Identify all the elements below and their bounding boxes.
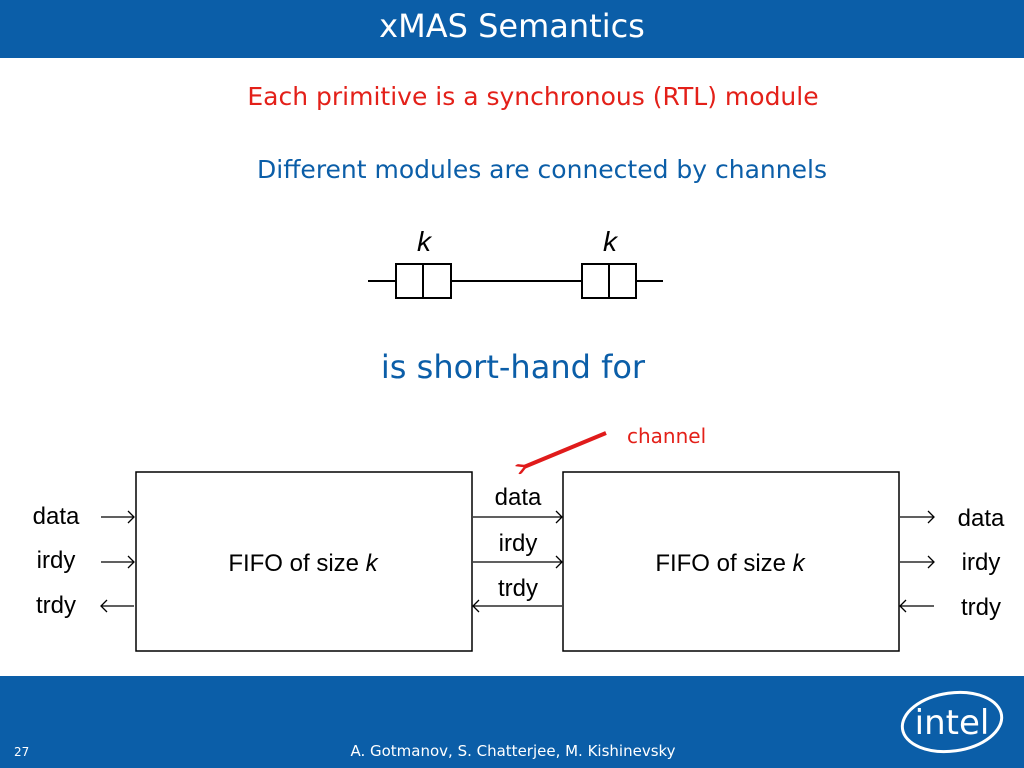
fifo-right-label: FIFO of size k <box>655 550 806 577</box>
right-ports: data irdy trdy <box>899 505 1005 621</box>
queue-shorthand: k k <box>368 226 663 299</box>
intel-logo-swoosh <box>900 690 1004 754</box>
fifo-left-label: FIFO of size k <box>228 550 379 577</box>
xmas-diagram: k k channel FIFO of size k FIFO of size … <box>33 226 1005 652</box>
channel-callout: channel <box>524 424 706 467</box>
right-irdy-arrowhead <box>927 555 935 569</box>
intel-logo-text: intel <box>915 703 990 743</box>
channel-trdy-arrowhead <box>472 599 480 613</box>
channel-trdy-label: trdy <box>498 575 538 602</box>
primitive-statement: Each primitive is a synchronous (RTL) mo… <box>247 82 819 111</box>
channel-data-arrowhead <box>555 510 563 524</box>
channel-label: channel <box>627 424 706 448</box>
left-data-label: data <box>33 503 80 530</box>
right-data-label: data <box>958 505 1005 532</box>
left-trdy-label: trdy <box>36 592 76 619</box>
shorthand-statement: is short-hand for <box>380 348 646 386</box>
queue-left-size-label: k <box>417 226 433 257</box>
fifo-right-box <box>562 471 900 652</box>
left-irdy-arrowhead <box>127 555 135 569</box>
footer-bar <box>0 676 1024 768</box>
channel-data-label: data <box>495 484 542 511</box>
slide-title: xMAS Semantics <box>379 7 645 45</box>
page-number: 27 <box>14 745 30 759</box>
channel-irdy-label: irdy <box>499 530 538 557</box>
right-data-arrowhead <box>927 510 935 524</box>
authors: A. Gotmanov, S. Chatterjee, M. Kishinevs… <box>350 742 676 760</box>
left-data-arrowhead <box>127 510 135 524</box>
left-trdy-arrowhead <box>100 599 108 613</box>
left-irdy-label: irdy <box>37 547 76 574</box>
fifo-left-box <box>135 471 473 652</box>
intel-logo-icon: intel <box>900 690 1004 754</box>
channel-wires: data irdy trdy <box>472 484 563 613</box>
title-bar: xMAS Semantics <box>0 0 1024 58</box>
right-trdy-arrowhead <box>899 599 907 613</box>
channel-irdy-arrowhead <box>555 555 563 569</box>
right-irdy-label: irdy <box>962 549 1001 576</box>
left-ports: data irdy trdy <box>33 503 135 619</box>
right-trdy-label: trdy <box>961 594 1001 621</box>
channel-statement: Different modules are connected by chann… <box>257 155 827 184</box>
channel-arrow <box>524 431 607 467</box>
queue-right-size-label: k <box>603 226 619 257</box>
